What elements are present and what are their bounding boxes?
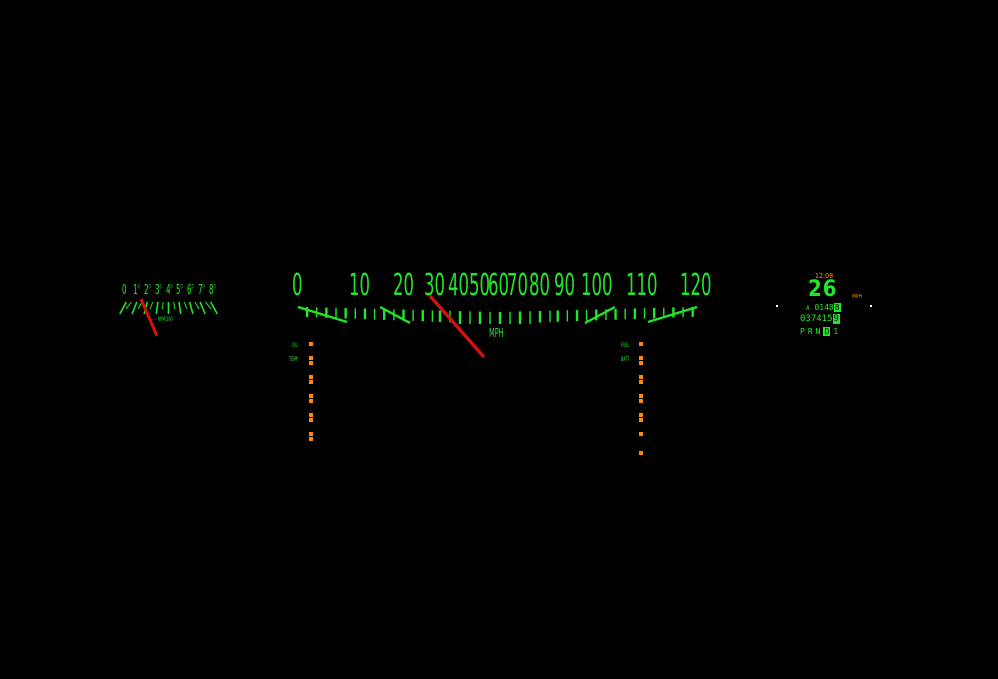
speedo-edge-bar (379, 305, 411, 325)
tach-tick (188, 301, 194, 315)
speedo-number: 90 (554, 268, 576, 303)
gauge-segment (638, 374, 644, 380)
gauge-segment (308, 355, 314, 361)
gear-d: D (823, 327, 831, 336)
tach-tick (149, 301, 154, 310)
speedo-number: 20 (393, 268, 415, 303)
tach-tick (161, 301, 164, 310)
temp-gauge: TEMP (289, 346, 314, 437)
tach-number: 10 (132, 283, 140, 298)
tach-number: 70 (198, 283, 205, 298)
gear-n: N (815, 327, 824, 336)
speedo-number: 110 (625, 268, 657, 303)
temp-bar (308, 346, 315, 441)
left-dot-indicator (776, 305, 778, 307)
tach-tick (209, 301, 219, 315)
right-dot-indicator (870, 305, 872, 307)
temp-label: TEMP (289, 356, 298, 363)
gauge-segment (638, 341, 644, 347)
tach-tick (155, 301, 159, 315)
speedo-needle (428, 294, 486, 359)
tach-number: 60 (187, 283, 194, 298)
tach-needle (139, 298, 159, 337)
batt-label: BATT (621, 356, 630, 363)
gauge-segment (308, 412, 314, 418)
gauge-segment (638, 412, 644, 418)
clock-readout: 12:08 (815, 272, 834, 280)
tach-number: 50 (176, 283, 184, 298)
gear-r: R (807, 327, 816, 336)
tach-number: 30 (154, 283, 162, 298)
tach-tick (125, 301, 132, 310)
oil-gauge: OIL (292, 332, 314, 442)
tach-number: 80 (209, 283, 216, 298)
speed-unit: MPH (852, 294, 862, 300)
gauge-segment (638, 450, 644, 456)
speedo-number: 80 (529, 268, 551, 303)
tach-number: 20 (143, 283, 151, 298)
tach-tick (205, 301, 212, 310)
tach-tick (131, 301, 138, 315)
gauge-segment (308, 341, 314, 347)
gauge-segment (308, 431, 314, 437)
trip-meter: A 01488 (806, 303, 841, 312)
fuel-label: FUEL (621, 342, 630, 349)
tach-tick (119, 301, 127, 315)
gear-1: 1 (833, 327, 842, 336)
gauge-segment (638, 355, 644, 361)
speedo-number: 0 (291, 268, 303, 303)
tach-number: 40 (165, 283, 173, 298)
trip-last-digit: 8 (833, 303, 841, 312)
speedo-number: 70 (507, 268, 529, 303)
oil-bar (308, 332, 315, 446)
tach-number: 0 (122, 283, 127, 298)
speedo-number: 50 (469, 268, 491, 303)
trip-label: A (806, 305, 810, 312)
odometer-value: 037415 (800, 314, 833, 324)
gauge-segment (308, 374, 314, 380)
odometer-last-digit: 9 (832, 314, 840, 324)
oil-label: OIL (292, 342, 298, 349)
speedo-edge-bar (297, 305, 348, 324)
gauge-segment (638, 393, 644, 399)
batt-bar (638, 346, 645, 460)
speedo-number: 120 (679, 268, 711, 303)
tach-tick (194, 301, 200, 310)
speedo-number: 10 (349, 268, 371, 303)
gear-p: P (800, 327, 808, 336)
tach-unit-label: RPM/100 (158, 316, 173, 323)
speedo-unit-label: MPH (489, 326, 504, 340)
speedo-number: 40 (448, 268, 470, 303)
tach-tick (183, 301, 188, 310)
speedo-number: 30 (424, 268, 446, 303)
gauge-segment (638, 431, 644, 437)
tach-tick (173, 301, 176, 310)
speedo-number: 100 (580, 268, 612, 303)
gauge-segment (308, 393, 314, 399)
trip-value: 0148 (814, 303, 834, 312)
tach-tick (178, 301, 182, 315)
batt-gauge: BATT (621, 346, 644, 456)
speed-readout: 26 (808, 277, 838, 302)
speedo-number: 60 (488, 268, 510, 303)
odometer: 0374159 (800, 314, 840, 324)
speedo-edge-bar (584, 305, 616, 325)
tach-tick (199, 301, 206, 315)
speedo-edge-bar (647, 305, 698, 324)
